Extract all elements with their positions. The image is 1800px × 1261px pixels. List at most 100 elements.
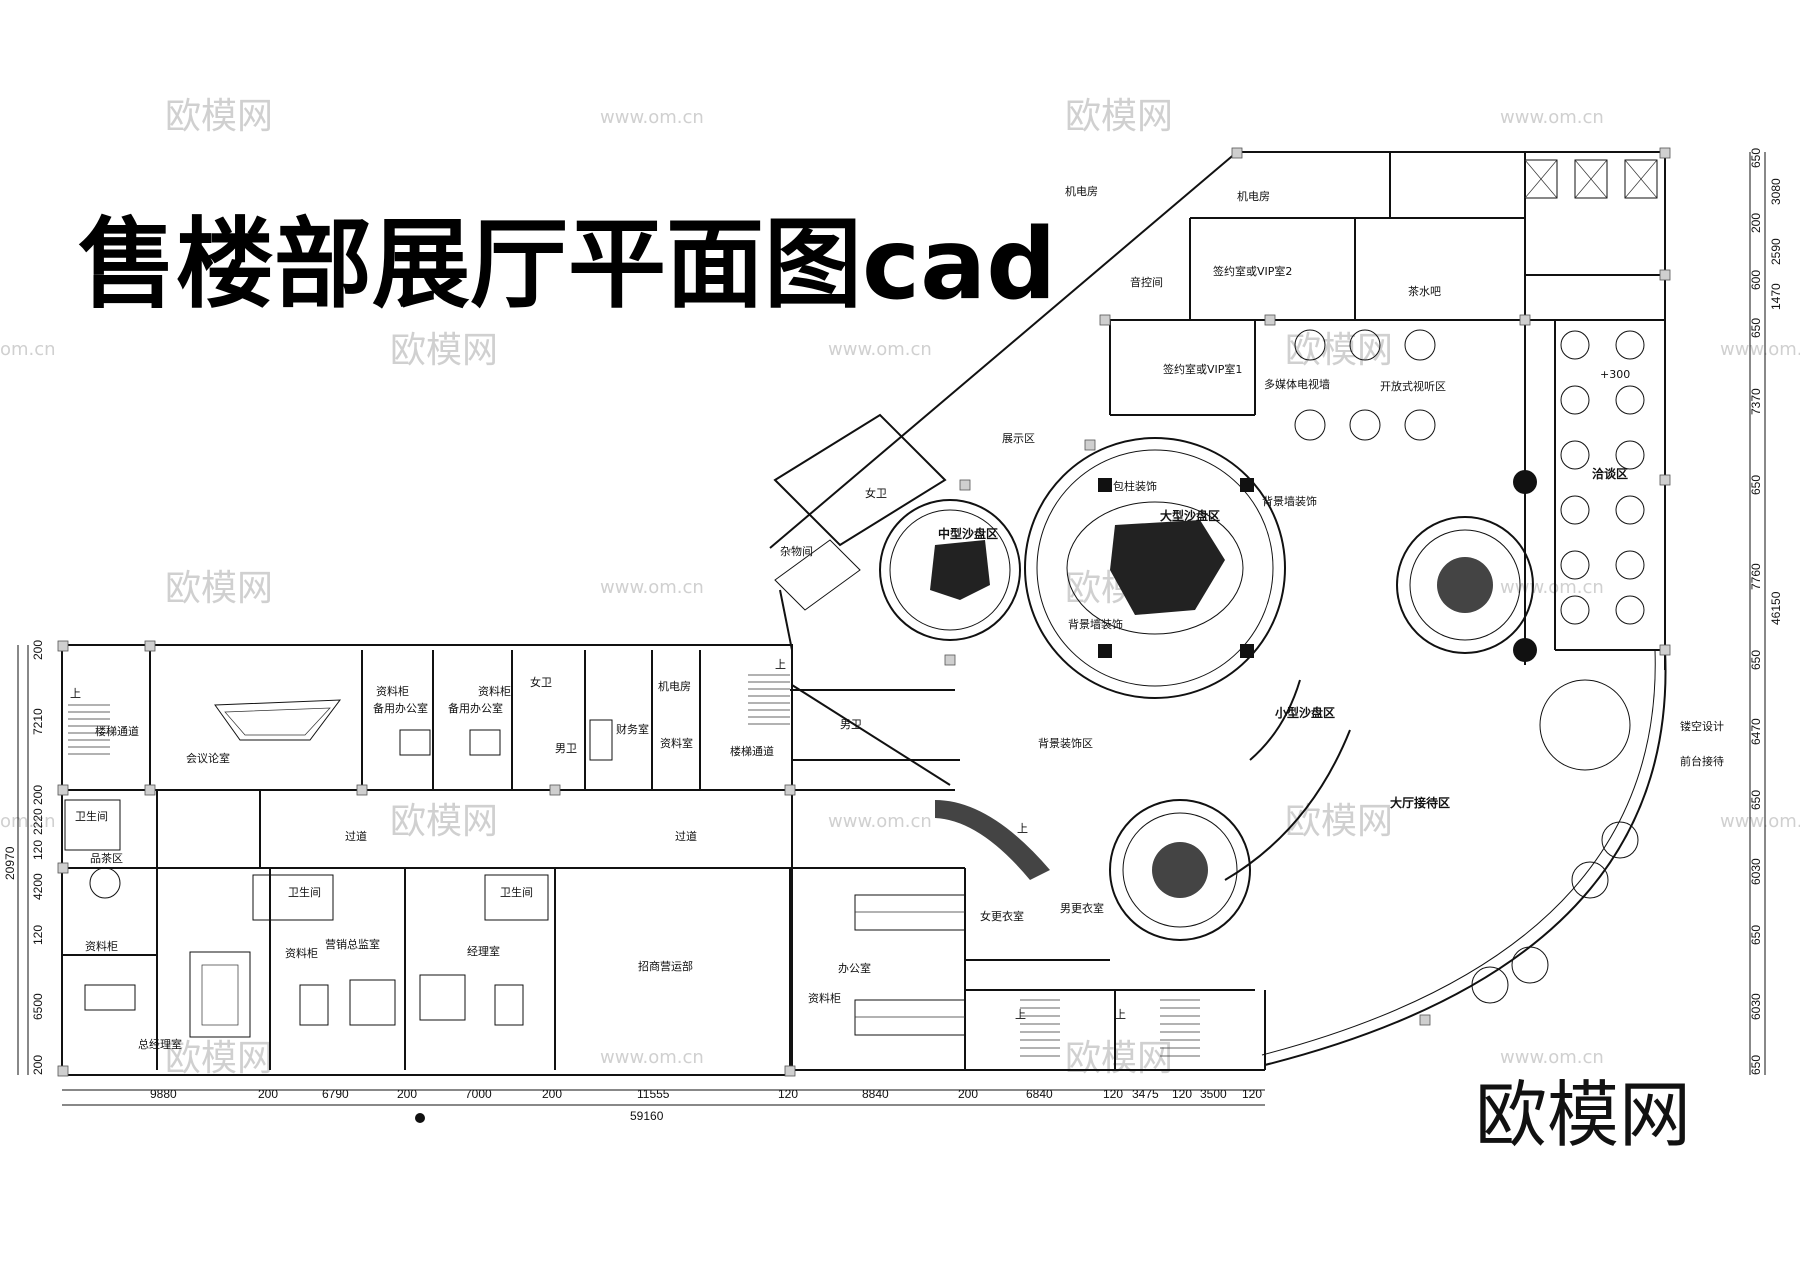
dim-bottom: 8840: [862, 1087, 889, 1101]
elevator: [1574, 159, 1608, 199]
mid-sand-inner-ring: [889, 509, 1011, 631]
dim-right: 650: [1749, 925, 1763, 945]
dim-bottom: 200: [542, 1087, 562, 1101]
room-label: 大厅接待区: [1390, 795, 1450, 810]
structural-columns: [57, 147, 1671, 1077]
dim-bottom: 7000: [465, 1087, 492, 1101]
room-label: 资料柜: [808, 991, 841, 1005]
dim-left: 7210: [31, 708, 45, 735]
elevator: [1524, 159, 1558, 199]
room-label: 卫生间: [500, 885, 533, 899]
watermark-brand: 欧模网: [390, 801, 498, 842]
watermark-brand: 欧模网: [1065, 96, 1173, 137]
dim-bottom: 120: [778, 1087, 798, 1101]
dim-bottom: 200: [397, 1087, 417, 1101]
dimensions: 9880 200 6790 200 7000 200 11555 120 884…: [3, 148, 1783, 1123]
dim-left: 120: [31, 925, 45, 945]
watermark-site: www.om.cn: [1500, 1047, 1604, 1068]
big-sand-outer-ring: [1024, 437, 1286, 699]
room-label: 镂空设计: [1680, 719, 1724, 733]
dim-right-total: 46150: [1769, 591, 1783, 625]
chandelier-outer: [1396, 516, 1534, 654]
dim-bottom: 3500: [1200, 1087, 1227, 1101]
dim-right: 6470: [1749, 718, 1763, 745]
chandelier-outer: [1109, 799, 1251, 941]
room-label: 会议论室: [186, 751, 230, 765]
dim-bottom: 11555: [637, 1087, 670, 1101]
dim-bottom: 200: [958, 1087, 978, 1101]
dim-right: 650: [1749, 1055, 1763, 1075]
room-label: 过道: [675, 829, 697, 843]
room-label: 机电房: [658, 679, 691, 693]
dim-left: 6500: [31, 993, 45, 1020]
room-label: 品茶区: [90, 852, 123, 865]
room-label: 背景墙装饰: [1262, 494, 1317, 508]
curved-facade: [1264, 649, 1667, 1066]
dim-bottom: 6790: [322, 1087, 349, 1101]
room-label: 备用办公室: [448, 701, 503, 715]
column-deco: [1240, 478, 1254, 492]
room-label: 背景墙装饰: [1068, 617, 1123, 631]
room-label: 茶水吧: [1408, 285, 1441, 298]
wc-box: [64, 799, 121, 851]
room-label: 洽谈区: [1592, 466, 1628, 481]
chandelier-mid: [1122, 812, 1238, 928]
dim-left: 4200: [31, 873, 45, 900]
room-label: +300: [1600, 368, 1630, 381]
sundry-room: [774, 539, 861, 611]
desk: [589, 719, 613, 761]
watermark-brand: 欧模网: [165, 96, 273, 137]
watermark-brand: 欧模网: [165, 1038, 273, 1079]
watermark-brand: 欧模网: [1285, 330, 1393, 371]
room-label: 总经理室: [138, 1037, 182, 1051]
diagonal-main-wall: [769, 151, 1238, 549]
room-label: 包柱装饰: [1113, 479, 1157, 493]
room-label: 办公室: [838, 961, 871, 975]
dim-right: 3080: [1769, 178, 1783, 205]
watermark-site: www.om.cn: [828, 339, 932, 360]
room-label: 上: [775, 658, 786, 671]
chandelier-core: [1152, 842, 1208, 898]
big-sand-base: [1066, 501, 1244, 635]
stair-treads: [68, 674, 1200, 1057]
room-label: 前台接待: [1680, 754, 1724, 768]
workstations: [854, 894, 966, 1036]
room-label: 上: [1015, 1008, 1026, 1021]
dim-right: 650: [1749, 650, 1763, 670]
dim-right: 7760: [1749, 563, 1763, 590]
room-label: 资料柜: [376, 684, 409, 698]
ceo-rug-pattern: [201, 964, 239, 1026]
wc-box: [484, 874, 549, 921]
column-deco: [1098, 644, 1112, 658]
dim-bottom: 9880: [150, 1087, 177, 1101]
hollow-design-circle: [1539, 679, 1631, 771]
watermark-site: www.om.cn: [600, 1047, 704, 1068]
conference-table: [214, 699, 342, 741]
room-label: 机电房: [1237, 189, 1270, 203]
angled-wall: [791, 684, 951, 786]
room-label: 备用办公室: [373, 701, 428, 715]
dim-right: 650: [1749, 318, 1763, 338]
watermark-site: www.om.cn: [600, 107, 704, 128]
lobby-building: [57, 147, 1671, 1077]
dim-right: 200: [1749, 213, 1763, 233]
room-label: 卫生间: [288, 885, 321, 899]
room-label: 男卫: [555, 742, 577, 755]
room-label: 楼梯通道: [730, 744, 774, 758]
chandelier-core: [1437, 557, 1493, 613]
room-label: 小型沙盘区: [1275, 705, 1335, 720]
watermark-site: www.om.cn: [600, 577, 704, 598]
mid-sand-outer-ring: [879, 499, 1021, 641]
elevator: [1624, 159, 1658, 199]
dim-left-total: 20970: [3, 846, 17, 880]
room-label: 杂物间: [780, 544, 813, 558]
room-label: 多媒体电视墙: [1264, 377, 1330, 391]
room-label: 资料柜: [478, 684, 511, 698]
round-column: [1513, 470, 1537, 494]
dim-left: 120: [31, 840, 45, 860]
room-label: 女卫: [865, 486, 887, 500]
dim-right: 6030: [1749, 993, 1763, 1020]
watermark-site: www.om.cn: [1720, 339, 1800, 360]
tea-table: [89, 867, 121, 899]
curved-stair: [935, 800, 1050, 880]
